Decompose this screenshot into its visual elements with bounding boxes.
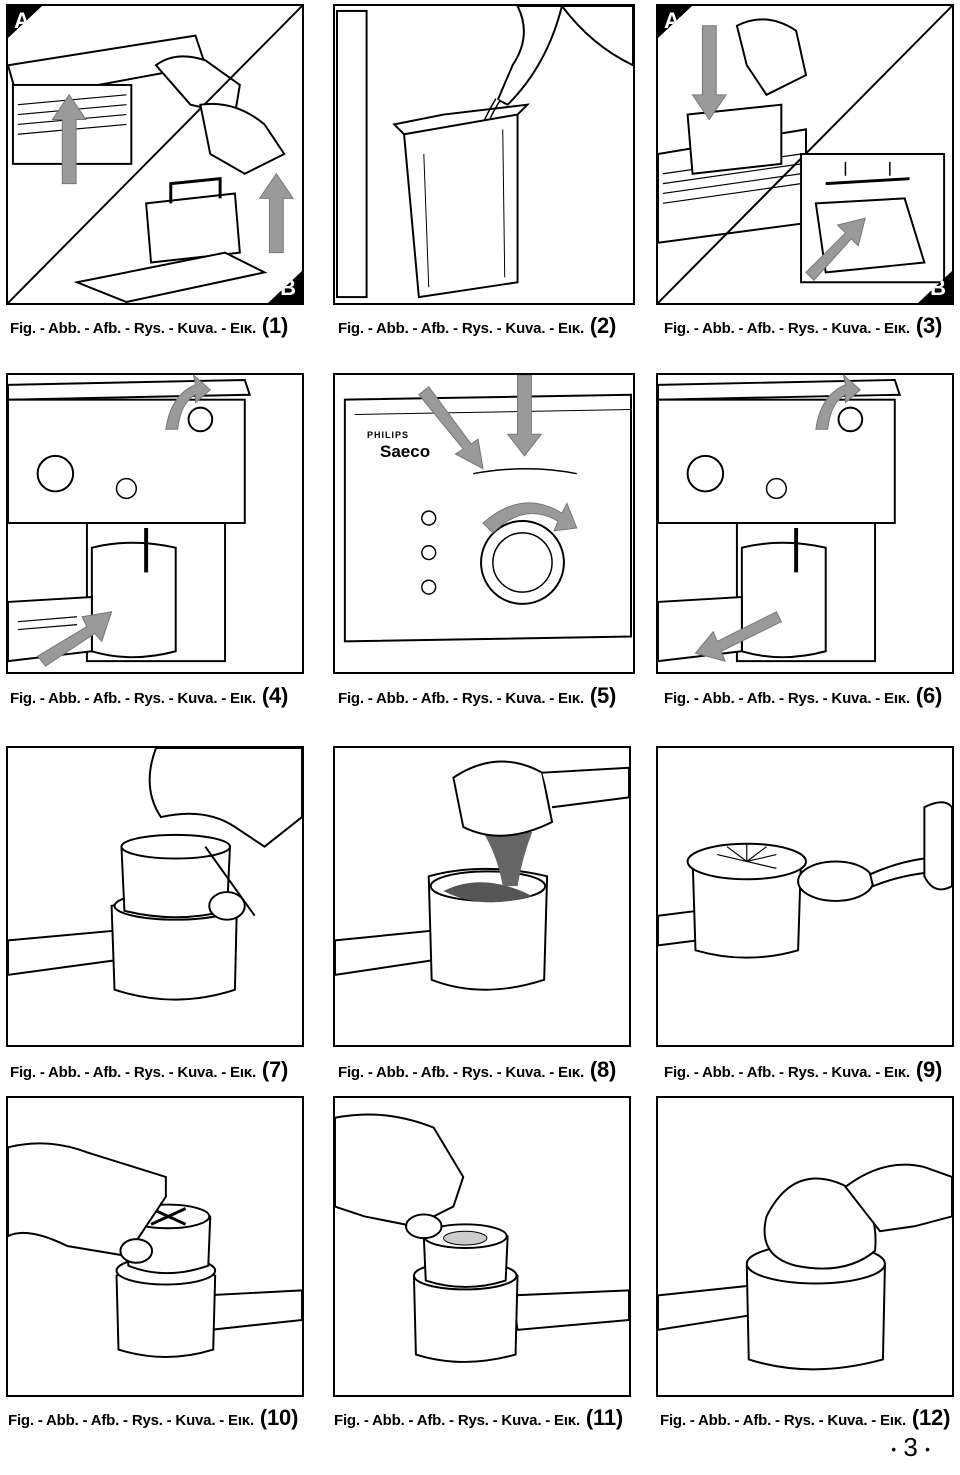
figure-4-caption: Fig. - Abb. - Afb. - Rys. - Kuva. - Εικ.… bbox=[10, 683, 289, 708]
figure-8-panel bbox=[333, 746, 631, 1047]
push-arrow-icon bbox=[36, 611, 113, 667]
figure-10-panel bbox=[6, 1096, 304, 1397]
figure-6-caption: Fig. - Abb. - Afb. - Rys. - Kuva. - Εικ.… bbox=[664, 683, 943, 708]
figure-4-illustration bbox=[8, 375, 252, 667]
diagonal-arrow-icon bbox=[418, 386, 484, 470]
down-arrow-icon bbox=[691, 25, 728, 121]
figure-3-panel: A B bbox=[656, 4, 954, 305]
up-arrow-icon bbox=[51, 93, 87, 185]
rotate-arrow-icon bbox=[482, 502, 578, 534]
figure-9-panel bbox=[656, 746, 954, 1047]
figure-10-caption: Fig. - Abb. - Afb. - Rys. - Kuva. - Εικ.… bbox=[8, 1405, 299, 1430]
figure-11-panel bbox=[333, 1096, 631, 1397]
figure-3-caption: Fig. - Abb. - Afb. - Rys. - Kuva. - Εικ.… bbox=[664, 313, 943, 338]
figure-6-illustration bbox=[658, 375, 902, 663]
pull-arrow-icon bbox=[694, 611, 782, 662]
figure-10-illustration bbox=[8, 1142, 302, 1358]
figure-11-illustration bbox=[335, 1113, 629, 1363]
figure-2-panel bbox=[333, 4, 635, 305]
up-arrow-icon-2 bbox=[258, 172, 295, 254]
figure-12-panel bbox=[656, 1096, 954, 1397]
figure-8-caption: Fig. - Abb. - Afb. - Rys. - Kuva. - Εικ.… bbox=[338, 1057, 617, 1082]
figure-12-caption: Fig. - Abb. - Afb. - Rys. - Kuva. - Εικ.… bbox=[660, 1405, 951, 1430]
figure-1-illustration bbox=[8, 6, 302, 303]
figure-7-panel bbox=[6, 746, 304, 1047]
figure-1-panel: A B bbox=[6, 4, 304, 305]
figure-3-illustration bbox=[658, 6, 952, 303]
figure-7-caption: Fig. - Abb. - Afb. - Rys. - Kuva. - Εικ.… bbox=[10, 1057, 289, 1082]
figure-8-illustration bbox=[335, 760, 629, 991]
figure-6-panel bbox=[656, 373, 954, 674]
figure-5-illustration bbox=[343, 375, 633, 643]
brand-philips-label: PHILIPS bbox=[367, 430, 410, 440]
figure-11-caption: Fig. - Abb. - Afb. - Rys. - Kuva. - Εικ.… bbox=[334, 1405, 623, 1430]
figure-5-panel: PHILIPS Saeco bbox=[333, 373, 635, 674]
diagonal-arrow-icon bbox=[805, 217, 866, 282]
brand-saeco-label: Saeco bbox=[380, 442, 431, 461]
figure-2-caption: Fig. - Abb. - Afb. - Rys. - Kuva. - Εικ.… bbox=[338, 313, 617, 338]
figure-9-caption: Fig. - Abb. - Afb. - Rys. - Kuva. - Εικ.… bbox=[664, 1057, 943, 1082]
figure-7-illustration bbox=[8, 748, 302, 1001]
figure-4-panel bbox=[6, 373, 304, 674]
page-number: • 3 • bbox=[891, 1432, 930, 1462]
figure-12-illustration bbox=[658, 1163, 952, 1371]
figure-2-illustration bbox=[335, 6, 633, 299]
curved-arrow-icon bbox=[815, 375, 861, 430]
curved-arrow-icon bbox=[165, 375, 211, 430]
figure-5-caption: Fig. - Abb. - Afb. - Rys. - Kuva. - Εικ.… bbox=[338, 683, 617, 708]
figure-9-illustration bbox=[658, 801, 952, 959]
figure-1-caption: Fig. - Abb. - Afb. - Rys. - Kuva. - Εικ.… bbox=[10, 313, 289, 338]
down-arrow-icon bbox=[506, 375, 543, 457]
